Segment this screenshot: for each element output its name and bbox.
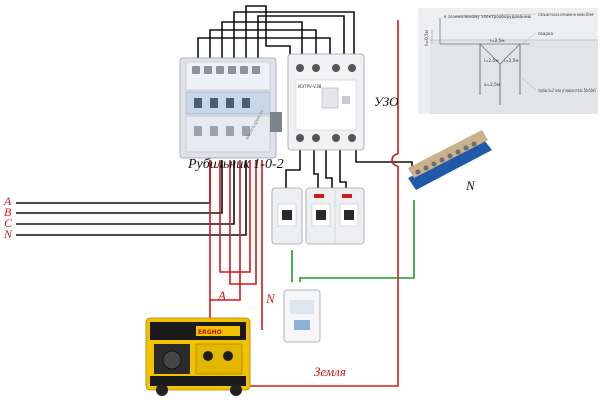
generator-n-label: N (265, 291, 276, 306)
phase-c-label: C (4, 216, 13, 230)
neutral-busbar (408, 130, 492, 190)
circuit-breaker-1p[interactable] (271, 187, 303, 245)
rcd-test-button[interactable] (342, 96, 350, 104)
breaker-lever[interactable] (316, 210, 326, 220)
red-wires (209, 20, 399, 387)
electric-device-box (283, 289, 321, 343)
note-strip-1: стальная полоса сечением не менее 48 мм² (538, 12, 594, 17)
black-wires-top (197, 5, 355, 60)
rcd-label: УЗО (374, 94, 399, 109)
dim-h1: h=0,5м (424, 30, 429, 46)
generator: ERGHO (145, 317, 251, 396)
switch-label: Рубильник 1-0-2 (187, 157, 284, 172)
green-wires (291, 200, 415, 282)
dim-l2: l=2,5м (484, 58, 499, 63)
generator-a-label: A (217, 288, 226, 303)
circuit-breaker-2p[interactable] (305, 187, 365, 245)
dim-a: a=2,5м (484, 82, 500, 87)
changeover-switch[interactable]: electro.sjsm.ru (179, 57, 282, 159)
generator-socket (203, 351, 213, 361)
switch-handle[interactable] (270, 112, 282, 132)
note-weld: сварка (538, 31, 554, 36)
rcd-device[interactable]: ИЭТРУ-V38 (287, 53, 365, 151)
phase-b-label: B (4, 205, 12, 219)
dim-l1: l=2,5м (490, 38, 505, 43)
note-device: к заземляемому электрооборудованию (444, 14, 532, 19)
phase-n-label: N (3, 227, 13, 241)
earth-label: Земля (314, 364, 346, 379)
dim-l3: l=2,5м (504, 58, 519, 63)
rcd-model-text: ИЭТРУ-V38 (298, 84, 322, 89)
phase-a-label: A (3, 194, 12, 208)
grounding-sketch: к заземляемому электрооборудованию сталь… (418, 8, 598, 114)
generator-brand: ERGHO (198, 329, 222, 336)
generator-socket (223, 351, 233, 361)
rcd-lever[interactable] (321, 87, 339, 109)
breaker-lever[interactable] (282, 210, 292, 220)
neutral-bus-label: N (465, 178, 476, 193)
note-pipes: трубы d=2' или угловая сталь 50x50x5 (538, 88, 596, 93)
breaker-lever[interactable] (344, 210, 354, 220)
